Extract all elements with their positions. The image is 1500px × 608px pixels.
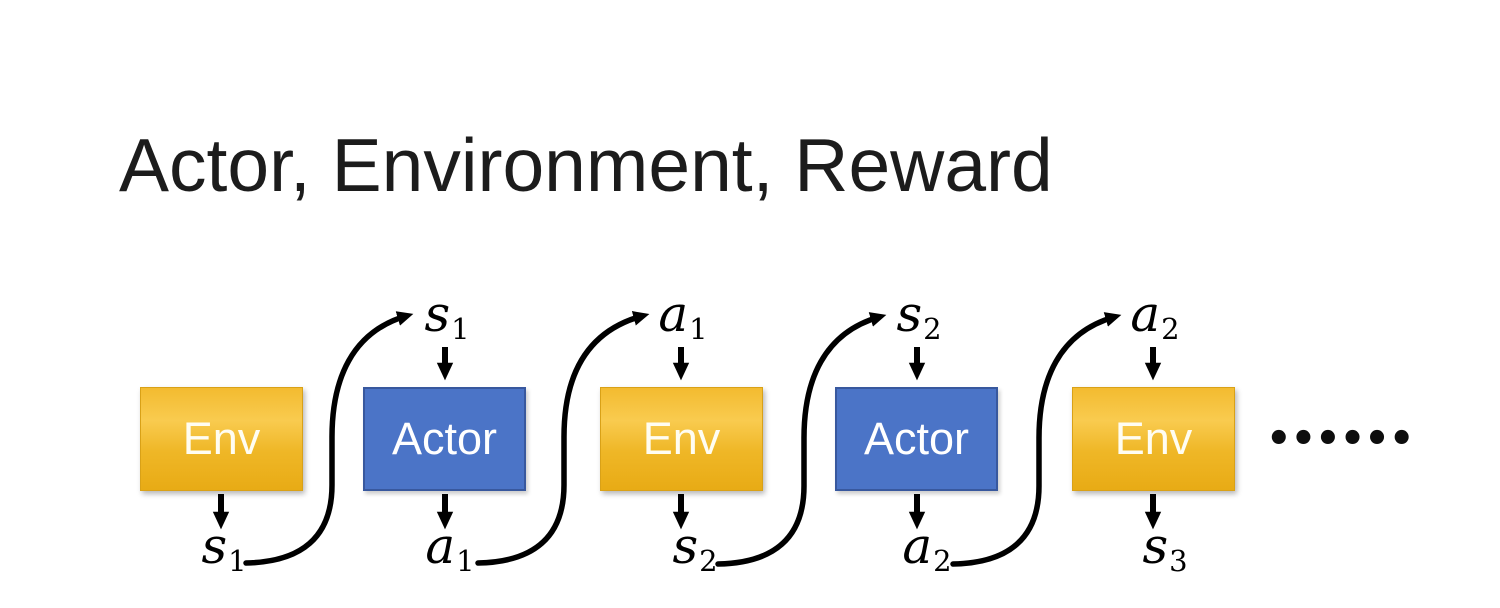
env-box-1-label: Env [182,413,261,464]
action-label-bottom-a2: a2 [902,517,952,578]
action-label-top-a2: a2 [1130,285,1180,346]
ellipsis-dots: •••••• [1266,416,1414,462]
action-label-top-a1: a1 [658,285,708,346]
env-box-1: Env [140,387,303,491]
state-label-top-s2: s2 [896,285,942,346]
actor-box-1: Actor [363,387,526,491]
state-label-bottom-s2: s2 [672,517,718,578]
slide-title: Actor, Environment, Reward [119,123,1053,207]
state-label-bottom-s3: s3 [1142,517,1188,578]
env-box-3-label: Env [1114,413,1193,464]
state-label-top-s1: s1 [424,285,470,346]
actor-box-1-label: Actor [391,413,498,464]
state-label-bottom-s1: s1 [201,517,247,578]
env-box-2-label: Env [642,413,721,464]
env-box-3: Env [1072,387,1235,491]
actor-box-2: Actor [835,387,998,491]
actor-box-2-label: Actor [863,413,970,464]
env-box-2: Env [600,387,763,491]
action-label-bottom-a1: a1 [425,517,475,578]
